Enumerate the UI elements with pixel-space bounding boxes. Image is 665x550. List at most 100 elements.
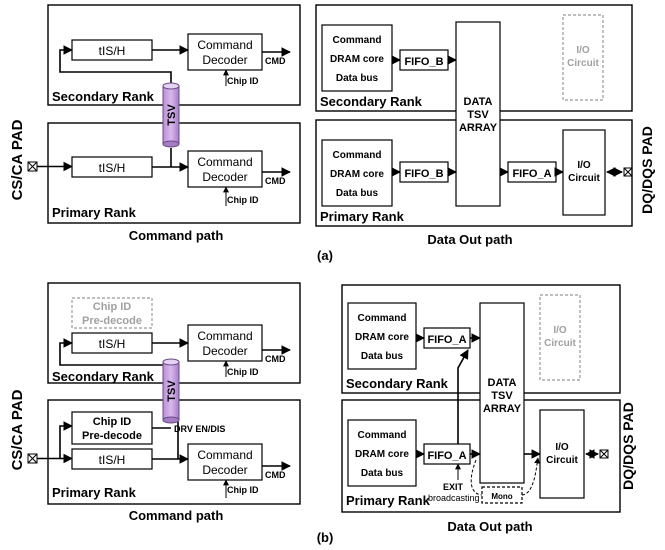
- command-path-title: Command path: [129, 228, 224, 243]
- tsv-array-line3: ARRAY: [483, 403, 522, 415]
- core-line1: Command: [333, 35, 382, 46]
- exit-line2: broadcasting: [428, 493, 480, 503]
- io-line2: Circuit: [544, 338, 576, 349]
- core-line3: Data bus: [336, 188, 379, 199]
- predecode-line2: Pre-decode: [82, 430, 142, 442]
- io-circuit-inactive: [539, 294, 581, 381]
- mono-label: Mono: [491, 492, 512, 501]
- tsv-array-line1: DATA: [488, 377, 517, 389]
- tis-h-label: tIS/H: [99, 337, 126, 351]
- tsv-label: TSV: [166, 380, 178, 402]
- predecode-line1: Chip ID: [93, 301, 132, 313]
- cs-ca-pad-icon: [27, 161, 38, 172]
- decoder-line2: Decoder: [202, 53, 247, 67]
- io-circuit-block: [562, 129, 606, 216]
- cs-ca-pad-icon: [27, 453, 38, 464]
- io-line2: Circuit: [568, 173, 600, 184]
- core-line3: Data bus: [361, 468, 404, 479]
- dram-core-block: [347, 419, 417, 487]
- tsv-cylinder: TSV: [162, 82, 180, 148]
- secondary-rank-label: Secondary Rank: [52, 369, 155, 384]
- tsv-array-line2: TSV: [467, 109, 489, 121]
- chip-id-label: Chip ID: [227, 367, 259, 377]
- data-tsv-array-block: [479, 302, 525, 484]
- core-line3: Data bus: [361, 351, 404, 362]
- io-line2: Circuit: [546, 455, 578, 466]
- chip-id-predecode-inactive: [71, 297, 153, 329]
- dq-dqs-pad-label: DQ/DQS PAD: [639, 126, 655, 214]
- decoder-line1: Command: [197, 329, 252, 343]
- decoder-line2: Decoder: [202, 170, 247, 184]
- tsv-cylinder: TSV: [162, 358, 180, 424]
- cmd-label: CMD: [265, 470, 286, 480]
- io-line2: Circuit: [567, 58, 599, 69]
- chip-id-label: Chip ID: [227, 485, 259, 495]
- exit-broadcast-arrow: [457, 349, 469, 444]
- decoder-line2: Decoder: [202, 463, 247, 477]
- dram-core-block: [321, 24, 393, 92]
- tis-h-label: tIS/H: [99, 161, 126, 175]
- fifo-a-label: FIFO_A: [427, 334, 466, 346]
- cs-ca-pad-label: CS/CA PAD: [9, 389, 26, 470]
- fifo-a-label: FIFO_A: [427, 450, 466, 462]
- data-tsv-array-block: [455, 21, 501, 207]
- predecode-line2: Pre-decode: [82, 315, 142, 327]
- secondary-rank-label: Secondary Rank: [320, 94, 423, 109]
- io-circuit-block: [539, 409, 585, 499]
- data-out-path-title: Data Out path: [447, 519, 532, 534]
- io-line1: I/O: [555, 442, 569, 453]
- core-line1: Command: [333, 150, 382, 161]
- panel-a-data-path: Secondary Rank Primary Rank Command DRAM…: [315, 4, 655, 263]
- panel-a-command-path: CS/CA PAD Secondary Rank tIS/H Command D…: [9, 4, 301, 243]
- core-line1: Command: [358, 313, 407, 324]
- decoder-line1: Command: [197, 155, 252, 169]
- fifo-a-label: FIFO_A: [512, 168, 551, 180]
- predecode-line1: Chip ID: [93, 416, 132, 428]
- cmd-label: CMD: [265, 176, 286, 186]
- io-line1: I/O: [553, 325, 567, 336]
- dram-core-block: [347, 302, 417, 370]
- core-line2: DRAM core: [355, 449, 409, 460]
- core-line1: Command: [358, 430, 407, 441]
- tsv-array-line3: ARRAY: [459, 122, 498, 134]
- tis-h-label: tIS/H: [99, 453, 126, 467]
- panel-b-data-path: Secondary Rank Primary Rank Command DRAM…: [317, 284, 636, 545]
- tsv-array-line1: DATA: [464, 96, 493, 108]
- command-decoder-block: [187, 443, 263, 481]
- decoder-line2: Decoder: [202, 344, 247, 358]
- chip-id-predecode-block: [71, 411, 153, 445]
- exit-line1: EXIT: [443, 482, 464, 492]
- chip-id-label: Chip ID: [227, 195, 259, 205]
- core-line2: DRAM core: [330, 54, 384, 65]
- primary-rank-label: Primary Rank: [346, 493, 431, 508]
- core-line2: DRAM core: [330, 169, 384, 180]
- dq-dqs-pad-label: DQ/DQS PAD: [620, 402, 636, 490]
- tsv-label: TSV: [166, 104, 178, 126]
- tsv-array-line2: TSV: [491, 390, 513, 402]
- secondary-rank-label: Secondary Rank: [52, 89, 155, 104]
- primary-rank-label: Primary Rank: [52, 485, 137, 500]
- cs-ca-pad-label: CS/CA PAD: [9, 119, 26, 200]
- secondary-rank-label: Secondary Rank: [346, 376, 449, 391]
- command-decoder-block: [187, 324, 263, 362]
- panel-b-command-path: CS/CA PAD Secondary Rank Chip ID Pre-dec…: [9, 282, 301, 523]
- dram-core-block: [321, 139, 393, 207]
- caption-b: (b): [317, 530, 334, 545]
- cmd-label: CMD: [265, 354, 286, 364]
- decoder-line1: Command: [197, 38, 252, 52]
- primary-rank-label: Primary Rank: [52, 205, 137, 220]
- drv-en-dis-label: DRV EN/DIS: [174, 424, 225, 434]
- caption-a: (a): [317, 248, 333, 263]
- data-out-path-title: Data Out path: [427, 232, 512, 247]
- io-line1: I/O: [576, 45, 590, 56]
- io-circuit-inactive: [562, 14, 604, 101]
- fifo-b-label: FIFO_B: [404, 56, 443, 68]
- core-line2: DRAM core: [355, 332, 409, 343]
- dq-dqs-pad-icon: [623, 167, 633, 177]
- chip-id-label: Chip ID: [227, 76, 259, 86]
- core-line3: Data bus: [336, 73, 379, 84]
- io-line1: I/O: [577, 160, 591, 171]
- primary-rank-label: Primary Rank: [320, 209, 405, 224]
- fifo-b-label: FIFO_B: [404, 168, 443, 180]
